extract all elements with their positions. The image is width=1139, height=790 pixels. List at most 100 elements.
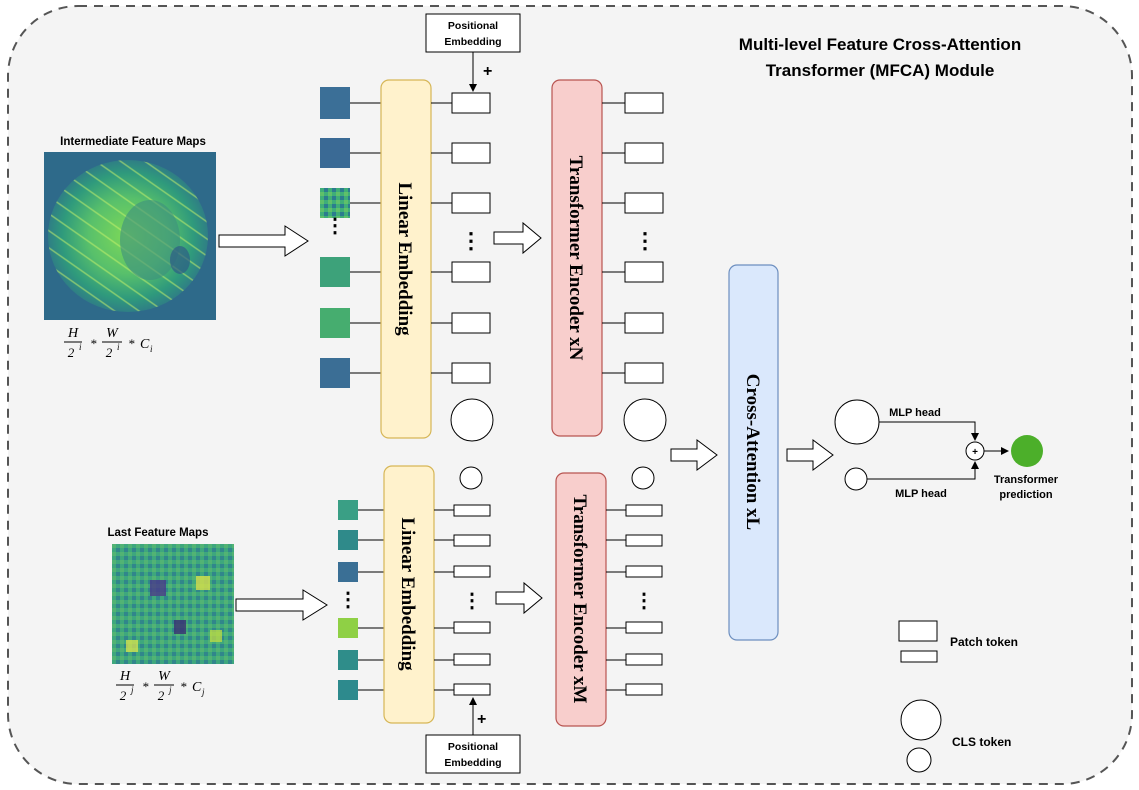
last-feature-label: Last Feature Maps [108, 527, 209, 539]
top-patches: ⋮ [320, 87, 350, 388]
patch-image [338, 680, 358, 700]
patch-token [453, 683, 491, 696]
patch-image [320, 138, 350, 168]
legend-patch-token-label: Patch token [950, 635, 1018, 649]
cross-attention-label: Cross-Attention xL [742, 374, 763, 530]
linear-embedding-bottom-label: Linear Embedding [397, 517, 418, 671]
svg-text:⋮: ⋮ [460, 228, 482, 253]
legend-patch-token-small [900, 650, 938, 663]
cls-token [459, 466, 483, 490]
legend-cls-token-label: CLS token [952, 735, 1011, 749]
svg-text:2: 2 [158, 688, 165, 703]
patch-token [625, 653, 663, 666]
linear-embedding-bottom [383, 465, 435, 724]
patch-image [338, 562, 358, 582]
prediction-label-line2: prediction [999, 489, 1052, 501]
svg-text:*: * [142, 679, 149, 694]
patch-token [625, 683, 663, 696]
svg-text:C: C [140, 337, 150, 352]
cls-token [631, 466, 655, 490]
patch-token [624, 192, 664, 214]
transformer-encoder-bottom [555, 472, 607, 727]
svg-text:Embedding: Embedding [444, 36, 501, 48]
patch-token [451, 261, 491, 283]
patch-image [338, 618, 358, 638]
svg-text:2: 2 [120, 688, 127, 703]
intermediate-feature-map-image [44, 152, 216, 320]
patch-token [624, 362, 664, 384]
svg-text:H: H [67, 326, 79, 341]
bottom-patches: ⋮ [338, 500, 358, 700]
top-to-encoder-arrow [493, 221, 542, 255]
svg-text:⋮: ⋮ [634, 228, 656, 253]
top-input-arrow [218, 225, 309, 257]
svg-text:⋮: ⋮ [634, 590, 654, 612]
cls-token-large [834, 399, 880, 445]
svg-text:j: j [130, 685, 134, 695]
linear-embedding-top-label: Linear Embedding [394, 182, 415, 336]
cls-token [623, 398, 667, 442]
cross-attention-block [728, 264, 779, 641]
svg-text:⋮: ⋮ [338, 589, 358, 611]
transformer-encoder-top-label: Transformer Encoder xN [565, 156, 586, 361]
bottom-to-encoder-arrow [495, 581, 543, 615]
patch-image [320, 188, 350, 218]
legend-cls-token-large [900, 699, 942, 741]
plus-bottom: + [477, 711, 486, 728]
patch-token [453, 534, 491, 547]
top-formula: H 2 i * W 2 i * C i [64, 326, 153, 360]
svg-text:i: i [117, 342, 120, 352]
patch-image [320, 257, 350, 287]
svg-text:C: C [192, 680, 202, 695]
cls-token [450, 398, 494, 442]
bottom-formula: H 2 j * W 2 j * C j [116, 669, 205, 703]
patch-token [453, 621, 491, 634]
svg-text:Positional: Positional [448, 741, 498, 753]
svg-text:W: W [106, 326, 119, 341]
svg-text:⋮: ⋮ [462, 590, 482, 612]
cls-token-small [844, 467, 868, 491]
prediction-label-line1: Transformer [994, 474, 1059, 486]
svg-text:*: * [90, 336, 97, 351]
patch-token [453, 653, 491, 666]
linear-embedding-top [380, 79, 432, 439]
patch-token [625, 534, 663, 547]
svg-text:H: H [119, 669, 131, 684]
transformer-encoder-bottom-label: Transformer Encoder xM [569, 495, 590, 704]
patch-token [624, 312, 664, 334]
patch-image [320, 87, 350, 119]
legend-patch-token-large [898, 620, 938, 642]
last-feature-map-image [112, 544, 234, 664]
patch-image [338, 650, 358, 670]
patch-token [451, 312, 491, 334]
svg-text:+: + [972, 447, 978, 458]
legend-cls-token-small [906, 747, 932, 773]
svg-text:i: i [79, 342, 82, 352]
patch-image [338, 500, 358, 520]
svg-text:Embedding: Embedding [444, 757, 501, 769]
patch-token [625, 621, 663, 634]
patch-token [624, 261, 664, 283]
patch-token [453, 504, 491, 517]
svg-text:2: 2 [68, 345, 75, 360]
svg-text:W: W [158, 669, 171, 684]
svg-text:Positional: Positional [448, 20, 498, 32]
prediction-node [1011, 435, 1043, 467]
patch-token [453, 565, 491, 578]
patch-token [451, 192, 491, 214]
to-mlp-arrow [786, 439, 834, 471]
patch-token [451, 92, 491, 114]
mlp-head-top-label: MLP head [889, 407, 941, 419]
svg-text:*: * [128, 336, 135, 351]
module-title-line1: Multi-level Feature Cross-Attention [739, 35, 1021, 54]
svg-text:j: j [168, 685, 172, 695]
patch-image [320, 308, 350, 338]
to-cross-attention-arrow [670, 439, 718, 471]
patch-image [320, 358, 350, 388]
svg-text:i: i [150, 344, 153, 354]
bottom-input-arrow [235, 589, 328, 621]
svg-text:*: * [180, 679, 187, 694]
patch-token [451, 142, 491, 164]
patch-token [624, 142, 664, 164]
patch-token [625, 565, 663, 578]
